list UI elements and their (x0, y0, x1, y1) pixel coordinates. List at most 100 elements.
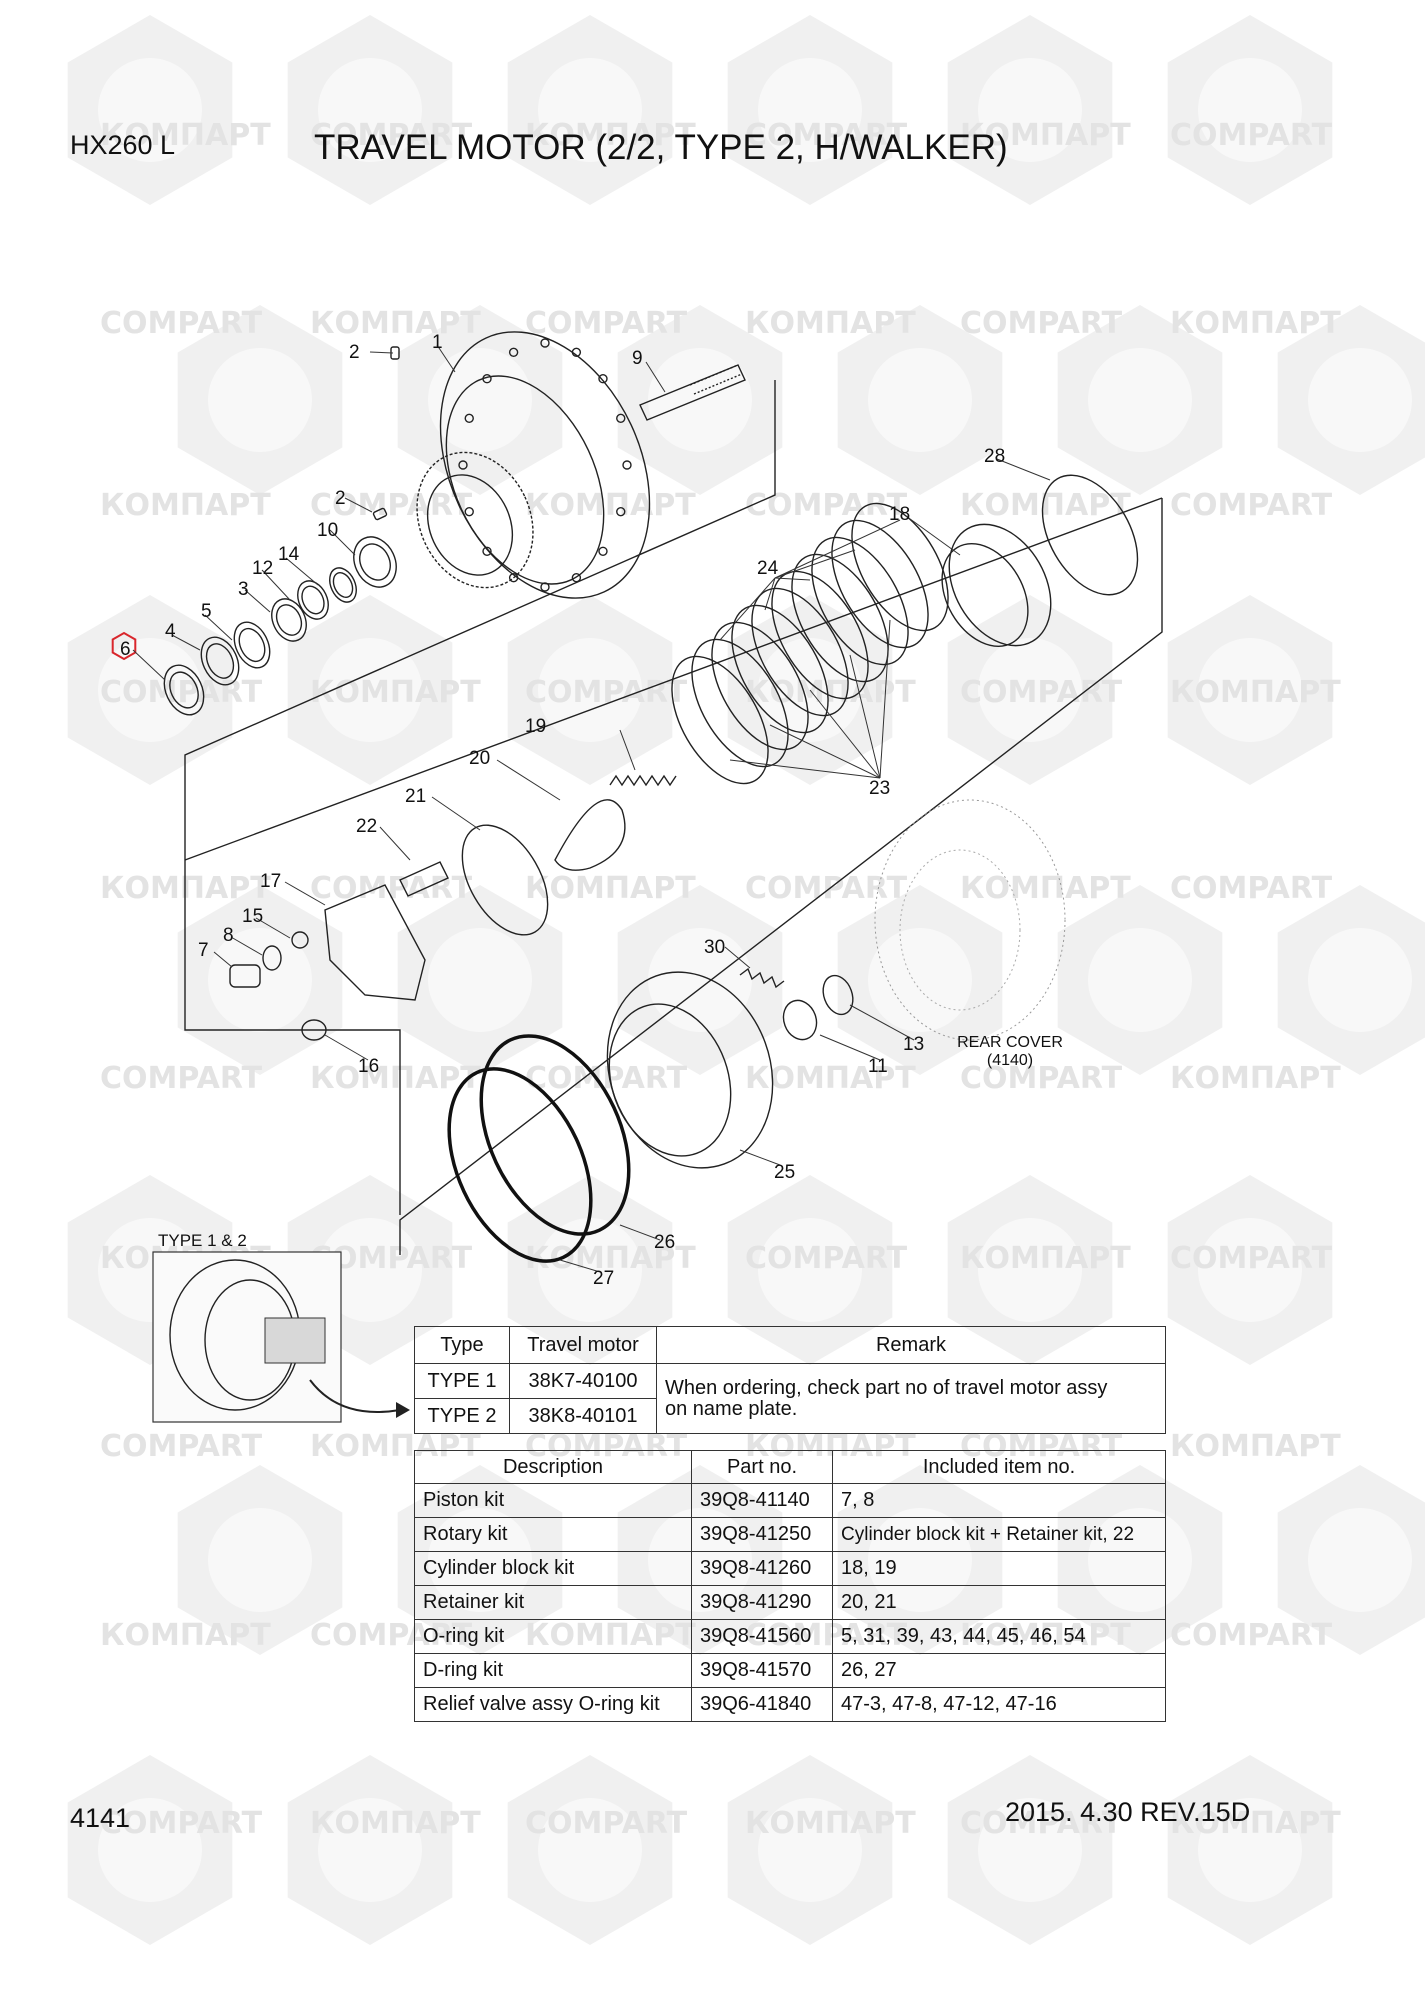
callout-2-upper[interactable]: 2 (349, 342, 360, 363)
watermark-ring (1308, 928, 1412, 1032)
callout-22[interactable]: 22 (356, 816, 378, 837)
leader-line (369, 351, 394, 354)
d-ring-26 (479, 1034, 631, 1236)
watermark-text: COMPART (525, 675, 688, 710)
callout-15[interactable]: 15 (242, 906, 264, 927)
description-cell: Cylinder block kit (414, 1551, 692, 1586)
part-no-cell: 39Q8-41290 (691, 1585, 833, 1620)
callout-7[interactable]: 7 (198, 940, 209, 961)
callout-3[interactable]: 3 (238, 579, 249, 600)
callout-28[interactable]: 28 (984, 446, 1006, 467)
watermark-ring (758, 1798, 862, 1902)
included-items-cell: 5, 31, 39, 43, 44, 45, 46, 54 (832, 1619, 1166, 1654)
leader-line (230, 936, 263, 956)
callout-13[interactable]: 13 (903, 1034, 925, 1055)
watermark-ring (868, 348, 972, 452)
watermark-ring (1198, 1798, 1302, 1902)
callout-8[interactable]: 8 (223, 925, 234, 946)
type-table: Type Travel motor Remark TYPE 1 38K7-401… (414, 1326, 1166, 1434)
watermark-ring (428, 348, 532, 452)
callout-11[interactable]: 11 (868, 1056, 888, 1077)
watermark-ring (318, 1798, 422, 1902)
watermark-ring (538, 1798, 642, 1902)
callout-12[interactable]: 12 (252, 558, 274, 579)
callout-16[interactable]: 16 (358, 1056, 380, 1077)
table-row[interactable]: D-ring kit 39Q8-41570 26, 27 (414, 1653, 1166, 1688)
watermark-ring (538, 58, 642, 162)
watermark-ring (1198, 58, 1302, 162)
callout-23[interactable]: 23 (869, 778, 891, 799)
inset-arrow-head (396, 1402, 410, 1418)
description-header: Description (414, 1450, 692, 1484)
seal-ring-inner (238, 627, 266, 663)
watermark-text: COMPART (310, 871, 473, 906)
watermark-text: КОМПАРТ (100, 118, 271, 153)
friction-plate (791, 553, 889, 683)
bolt-hole (464, 506, 474, 517)
bolt-hole (482, 546, 492, 556)
inset-valve-block (264, 1317, 326, 1364)
table-row[interactable]: Retainer kit 39Q8-41290 20, 21 (414, 1585, 1166, 1620)
callout-2-lower[interactable]: 2 (335, 488, 346, 509)
leader-line (819, 1034, 881, 1061)
callout-21[interactable]: 21 (405, 786, 427, 807)
watermark-ring (318, 638, 422, 742)
bolt-hole (540, 582, 550, 592)
callout-5[interactable]: 5 (201, 601, 212, 622)
ball-guide (554, 799, 626, 871)
bolt-hole (616, 506, 626, 517)
callout-18[interactable]: 18 (889, 504, 911, 525)
callout-24[interactable]: 24 (757, 558, 779, 579)
watermark-text: КОМПАРТ (1170, 1806, 1341, 1841)
rear-cover-ghost (874, 799, 1066, 1041)
callout-4[interactable]: 4 (165, 621, 176, 642)
watermark-text: КОМПАРТ (310, 1806, 481, 1841)
bolt-hole (598, 546, 608, 556)
part-no-cell: 39Q8-41140 (691, 1483, 833, 1518)
watermark-ring (978, 1798, 1082, 1902)
page-number: 4141 (70, 1803, 131, 1833)
watermark-text: COMPART (1170, 488, 1333, 523)
o-ring-8 (262, 945, 282, 971)
callout-30[interactable]: 30 (704, 937, 726, 958)
watermark-ring (98, 1798, 202, 1902)
bolt-hole (508, 347, 519, 357)
shaft-spline (689, 364, 743, 395)
callout-17[interactable]: 17 (260, 871, 282, 892)
callout-27[interactable]: 27 (593, 1268, 615, 1289)
table-row[interactable]: O-ring kit 39Q8-41560 5, 31, 39, 43, 44,… (414, 1619, 1166, 1654)
friction-plate (731, 604, 829, 734)
part-no-cell: 39Q6-41840 (691, 1687, 833, 1722)
callout-19[interactable]: 19 (525, 716, 547, 737)
included-items-cell: 47-3, 47-8, 47-12, 47-16 (832, 1687, 1166, 1722)
callout-10[interactable]: 10 (317, 520, 339, 541)
callout-14[interactable]: 14 (278, 544, 300, 565)
callout-6[interactable]: 6 (120, 639, 131, 660)
callout-9[interactable]: 9 (632, 348, 643, 369)
leader-line (724, 946, 751, 969)
bolt-hole (540, 338, 550, 348)
part-no-header: Part no. (691, 1450, 833, 1484)
table-row[interactable]: Piston kit 39Q8-41140 7, 8 (414, 1483, 1166, 1518)
description-cell: Piston kit (414, 1483, 692, 1518)
friction-plate (671, 655, 769, 785)
callout-25[interactable]: 25 (774, 1162, 796, 1183)
description-cell: Retainer kit (414, 1585, 692, 1620)
callout-20[interactable]: 20 (469, 748, 491, 769)
table-row[interactable]: Cylinder block kit 39Q8-41260 18, 19 (414, 1551, 1166, 1586)
leader-line (905, 515, 961, 556)
table-row[interactable]: Rotary kit 39Q8-41250 Cylinder block kit… (414, 1517, 1166, 1552)
included-items-header: Included item no. (832, 1450, 1166, 1484)
seal-ring (329, 567, 357, 603)
frame-line (184, 497, 1163, 861)
watermark-ring (98, 638, 202, 742)
inset-arrow-line (309, 1379, 401, 1413)
callout-1[interactable]: 1 (432, 332, 443, 353)
leader-line (436, 344, 456, 373)
table-row[interactable]: Relief valve assy O-ring kit 39Q6-41840 … (414, 1687, 1166, 1722)
snap-ring-13 (822, 974, 854, 1016)
callout-26[interactable]: 26 (654, 1232, 676, 1253)
leader-line (849, 654, 881, 779)
leader-line (171, 634, 201, 651)
watermark-ring (208, 1508, 312, 1612)
